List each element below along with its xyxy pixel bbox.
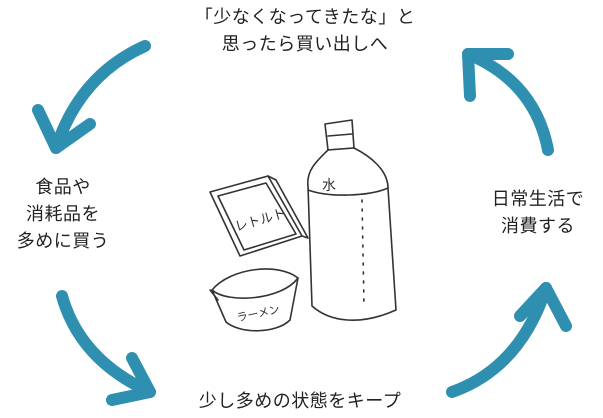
arrow-top-right [462,48,554,156]
step-go-shopping-line1: 「少なくなってきたな」と [194,7,416,28]
step-keep-stock: 少し多めの状態をキープ [150,388,450,415]
step-consume-line2: 消費する [501,216,575,237]
arrowhead-bottom-left [106,352,156,406]
arrow-bottom-right [446,282,552,398]
step-buy-extra-line1: 食品や [35,177,91,198]
arrowhead-bottom-right [514,282,572,332]
step-buy-extra-line2: 消耗品を [26,204,100,225]
arrow-top-left [50,40,151,154]
arrow-bottom-left [56,290,156,398]
step-go-shopping-line2: 思ったら買い出しへ [221,34,389,55]
bottle-label: 水 [322,178,336,194]
step-consume-line1: 日常生活で [491,189,585,210]
instant-ramen-cup [209,268,299,332]
retort-pouch [209,175,309,257]
step-go-shopping: 「少なくなってきたな」と 思ったら買い出しへ [150,4,460,58]
step-buy-extra-line3: 多めに買う [16,231,110,252]
arrowhead-top-left [32,104,96,154]
arrowhead-top-right [462,48,514,102]
step-keep-stock-line1: 少し多めの状態をキープ [198,391,402,412]
water-bottle [307,119,397,321]
step-consume: 日常生活で 消費する [478,186,598,240]
step-buy-extra: 食品や 消耗品を 多めに買う [0,174,126,255]
